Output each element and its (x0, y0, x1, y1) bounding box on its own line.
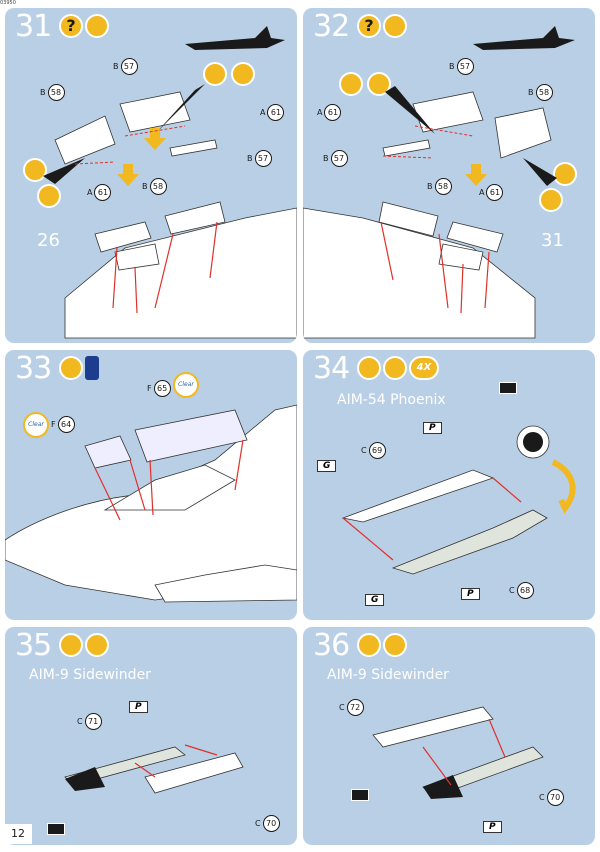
flag-g: G (317, 460, 337, 472)
paint-brush-icon (85, 633, 109, 657)
step-number: 31 (15, 9, 52, 44)
question-icon: ? (59, 14, 83, 38)
question-icon: ? (357, 14, 381, 38)
reference-step: 26 (37, 230, 60, 251)
flag-p: P (423, 422, 442, 434)
cement-icon (357, 356, 381, 380)
step-34-illustration (341, 425, 576, 575)
step-33-illustration (5, 404, 297, 603)
step-title: AIM-9 Sidewinder (29, 667, 151, 683)
flag-p: P (483, 821, 502, 833)
step-number: 32 (313, 9, 350, 44)
cement-icon (59, 356, 83, 380)
clear-badge: Clear (173, 372, 199, 398)
flag-p: P (129, 701, 148, 713)
corner-code: 03950 (0, 0, 16, 6)
step-number: 33 (15, 351, 52, 386)
black-flag-icon (351, 789, 369, 801)
clear-badge: Clear (23, 412, 49, 438)
page-number: 12 (4, 824, 32, 844)
black-flag-icon (499, 382, 517, 394)
flag-g: G (365, 594, 385, 606)
cement-icon (59, 633, 83, 657)
reference-step: 31 (541, 230, 564, 251)
flag-p: P (461, 588, 480, 600)
cement-icon (357, 633, 381, 657)
glue-icon (85, 14, 109, 38)
step-36-illustration (372, 706, 544, 799)
step-title: AIM-9 Sidewinder (327, 667, 449, 683)
step-number: 35 (15, 628, 52, 663)
paint-bottle-icon (85, 356, 99, 380)
step-32-illustration (303, 26, 577, 339)
step-title: AIM-54 Phoenix (337, 392, 446, 408)
step-35-illustration (64, 744, 244, 794)
paint-brush-icon (383, 356, 407, 380)
step-number: 36 (313, 628, 350, 663)
black-flag-icon (47, 823, 65, 835)
step-number: 34 (313, 351, 350, 386)
multiplier-badge: 4X (409, 356, 439, 380)
step-31-illustration (23, 26, 297, 339)
glue-icon (383, 14, 407, 38)
paint-brush-icon (383, 633, 407, 657)
